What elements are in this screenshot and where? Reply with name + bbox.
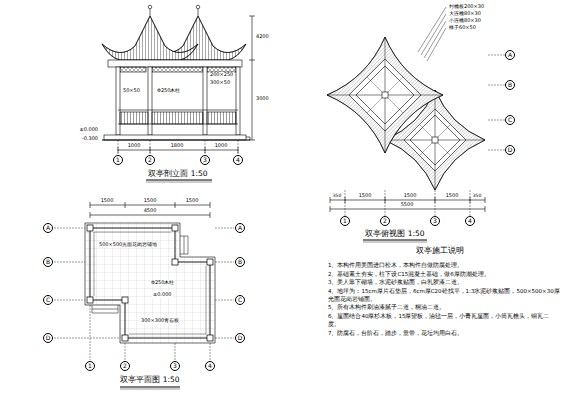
member-size: 300×50	[209, 80, 231, 86]
axis-bubble: C	[505, 115, 515, 125]
member-label: 椽子60×50	[448, 25, 477, 31]
elevation-mark: -0.300	[81, 136, 99, 142]
axis-bubble: 1	[85, 361, 95, 371]
dimension-text: 350	[332, 193, 343, 198]
member-label: Φ250木柱	[150, 280, 175, 286]
view-title: 双亭平面图 1:50	[119, 376, 180, 385]
axis-label: A	[238, 225, 242, 231]
axis-label: D	[46, 335, 51, 341]
axis-label: 4	[468, 218, 472, 224]
view-title: 双亭剖立面 1:50	[147, 170, 208, 179]
axis-label: D	[238, 335, 243, 341]
view-title: 双亭俯视图 1:50	[364, 230, 425, 239]
axis-bubble: A	[43, 223, 53, 233]
dimension-text: 1800	[170, 143, 185, 149]
construction-note: 3、美人靠下砌墙，水泥砂浆贴面，白乳胶漆二道。	[327, 279, 561, 287]
dimension-text: 1500	[100, 198, 115, 204]
axis-bubble: 3	[430, 216, 440, 226]
axis-bubble: D	[235, 333, 245, 343]
dimension-text: 350	[472, 193, 483, 198]
axis-bubble: 4	[205, 361, 215, 371]
axis-bubble: B	[235, 257, 245, 267]
dimension-text: 4500	[143, 208, 158, 214]
axis-bubble: D	[43, 333, 53, 343]
axis-label: C	[238, 297, 242, 303]
axis-bubble: 1	[113, 155, 123, 165]
axis-bubble: C	[235, 295, 245, 305]
construction-note: 4、地坪为：15cm厚片石垫层，6cm厚C20砼找平，1:3水泥砂浆贴面，500…	[327, 288, 561, 303]
axis-label: 1	[343, 218, 347, 224]
axis-bubble: 2	[120, 361, 130, 371]
dimension-text: 5500	[400, 202, 415, 208]
axis-label: 3	[173, 363, 177, 369]
material-label: 300×300青石板	[140, 318, 180, 324]
axis-bubble: A	[505, 50, 515, 60]
member-label: 小连檐80×30	[448, 18, 482, 24]
axis-bubble: 3	[200, 155, 210, 165]
axis-label: C	[508, 117, 512, 123]
dimension-text: 1000	[214, 143, 229, 149]
notes-title: 双亭施工说明	[415, 246, 465, 255]
axis-label: 2	[383, 218, 387, 224]
axis-label: 1	[116, 157, 120, 163]
floor-plan	[54, 202, 234, 389]
member-size: 50×50	[122, 88, 141, 94]
axis-label: 3	[433, 218, 437, 224]
axis-label: B	[46, 259, 50, 265]
axis-label: 2	[123, 363, 127, 369]
elevation-mark: ±0.000	[78, 127, 99, 133]
axis-bubble: C	[43, 295, 53, 305]
axis-label: 4	[208, 363, 212, 369]
construction-note: 7、防腐石，台阶石，踏步，垂带，花坛均用白石。	[327, 330, 561, 338]
dimension-text: 3000	[255, 96, 270, 102]
dimension-text: 1500	[358, 193, 373, 199]
axis-label: B	[238, 259, 242, 265]
member-label: 大连檐80×30	[448, 11, 482, 17]
construction-note: 1、本构件用美国进口松木，本构件自做防腐处理。	[327, 262, 561, 270]
axis-label: 3	[203, 157, 207, 163]
axis-bubble: A	[235, 223, 245, 233]
dimension-text: 4200	[255, 34, 270, 40]
elevation-mark: ±0.000	[152, 292, 173, 298]
dimension-text: 1500	[403, 193, 418, 199]
axis-bubble: B	[505, 80, 515, 90]
dimension-text: 1500	[445, 193, 460, 199]
axis-label: A	[508, 52, 512, 58]
axis-label: B	[508, 82, 512, 88]
axis-bubble: 4	[233, 155, 243, 165]
construction-note: 5、所有木构件刷油漆腻子二道，桐油二道。	[327, 304, 561, 312]
axis-label: 1	[88, 363, 92, 369]
section-elevation	[102, 5, 255, 182]
axis-label: 2	[148, 157, 152, 163]
axis-bubble: 2	[145, 155, 155, 165]
axis-bubble: 1	[340, 216, 350, 226]
material-label: 500×500光面花岗岩铺地	[98, 242, 158, 248]
member-size: 200×250	[209, 72, 234, 78]
member-label: Φ250木柱	[156, 88, 181, 94]
axis-bubble: D	[505, 145, 515, 155]
axis-label: A	[46, 225, 50, 231]
axis-label: D	[508, 147, 513, 153]
dimension-text: 1500	[185, 198, 200, 204]
axis-bubble: 3	[170, 361, 180, 371]
construction-note: 2、基础素土夯实，柱下设C15混凝土基础，做6厚防潮处理。	[327, 271, 561, 279]
roof-plan	[327, 37, 505, 242]
member-label: 封檐板200×30	[448, 4, 485, 10]
axis-label: 4	[236, 157, 240, 163]
axis-label: C	[46, 297, 50, 303]
dimension-text: 1500	[143, 198, 158, 204]
axis-bubble: B	[43, 257, 53, 267]
construction-note: 6、屋面结合40厚杉木板，15厚望板，油毡一层，小青瓦屋面，小筒瓦檐头，铜瓦二度…	[327, 313, 561, 328]
dimension-text: 1000	[127, 143, 142, 149]
axis-bubble: 2	[380, 216, 390, 226]
leader-lines	[418, 7, 446, 61]
axis-bubble: 4	[465, 216, 475, 226]
